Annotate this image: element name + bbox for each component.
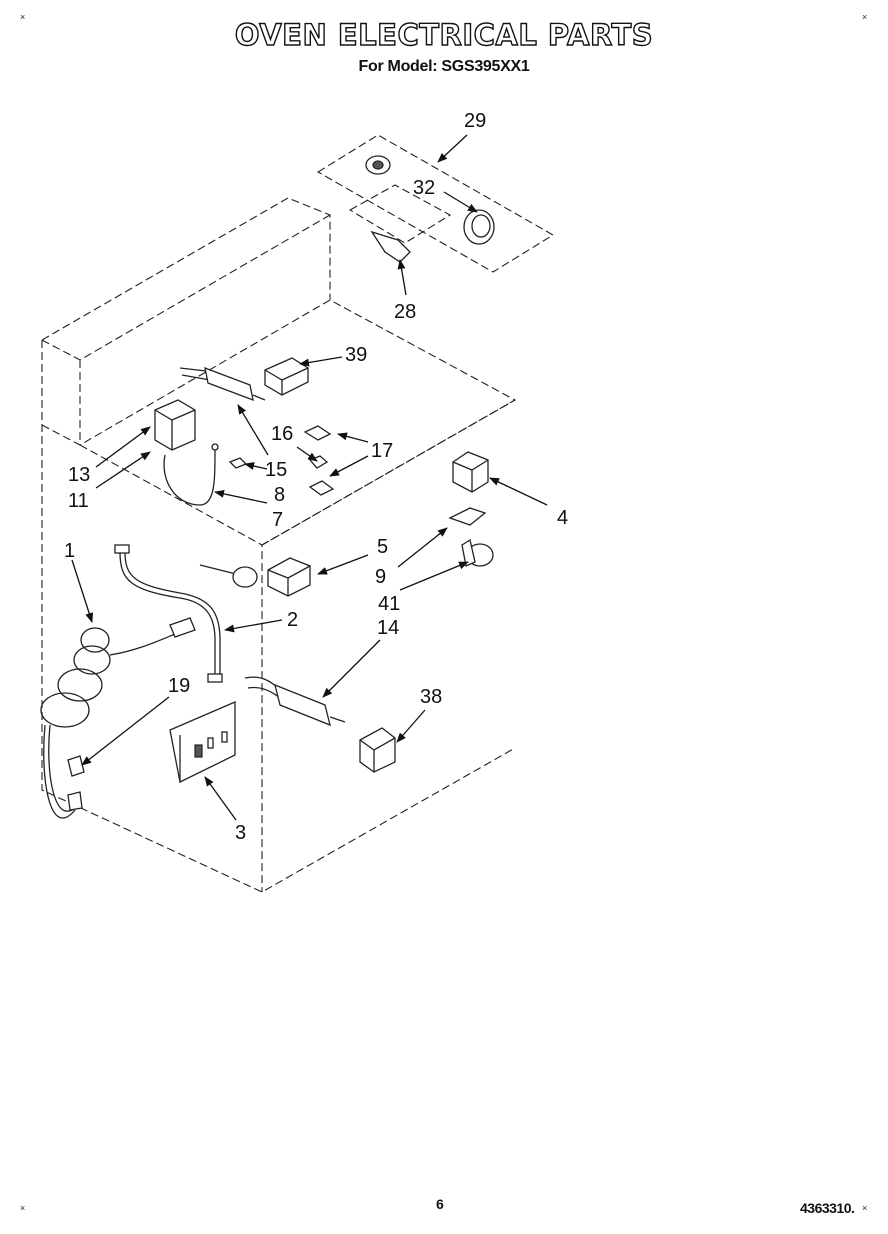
callout-32: 32: [413, 177, 435, 199]
callout-5: 5: [377, 536, 388, 558]
part-19-connector: [67, 755, 85, 811]
callout-labels: 29 32 28 39 16 17 13 15 11 8 7 4 5 1 9 4…: [64, 110, 568, 844]
callout-28: 28: [394, 301, 416, 323]
corner-mark-bottom-left: ×: [20, 1203, 26, 1213]
part-13-bracket: [154, 399, 196, 451]
corner-mark-top-right: ×: [862, 12, 868, 22]
callout-19: 19: [168, 675, 190, 697]
callout-11: 11: [68, 490, 89, 512]
part-3-receptacle: [169, 701, 236, 783]
part-9-bracket: [448, 507, 487, 526]
part-1-power-cord: [40, 617, 196, 819]
page-number: 6: [436, 1196, 444, 1212]
callout-8: 8: [274, 484, 285, 506]
callout-41: 41: [378, 593, 400, 615]
part-41-igniter-switch: [461, 538, 494, 567]
callout-38: 38: [420, 686, 442, 708]
callout-1: 1: [64, 540, 75, 562]
part-5-thermostat: [199, 557, 311, 597]
part-32-knob: [463, 209, 495, 245]
part-39-switch: [264, 357, 309, 396]
cabinet-outline: [41, 197, 517, 893]
page-title: OVEN ELECTRICAL PARTS: [234, 17, 654, 52]
callout-2: 2: [287, 609, 298, 631]
part-38-switch: [359, 727, 396, 773]
leader-arrows: [71, 134, 548, 821]
document-number: 4363310.: [800, 1200, 855, 1216]
callout-9: 9: [375, 566, 386, 588]
callout-4: 4: [557, 507, 568, 529]
callout-7: 7: [272, 509, 283, 531]
part-2-harness: [114, 544, 223, 683]
part-7-wire: [163, 443, 219, 506]
part-8-connector: [228, 457, 248, 469]
corner-mark-bottom-right: ×: [862, 1203, 868, 1213]
callout-16: 16: [271, 423, 293, 445]
part-14-sensor: [244, 676, 346, 727]
knob-panel-outline: [316, 134, 555, 273]
callout-14: 14: [377, 617, 399, 639]
part-15-probe: [179, 366, 266, 402]
part-16-clip: [303, 425, 332, 441]
callout-3: 3: [235, 822, 246, 844]
part-4-switch: [452, 451, 489, 493]
callout-29: 29: [464, 110, 486, 132]
model-subtitle: For Model: SGS395XX1: [358, 58, 530, 75]
part-29-knob-insert: [365, 155, 391, 175]
callout-39: 39: [345, 344, 367, 366]
corner-mark-top-left: ×: [20, 12, 26, 22]
callout-13: 13: [68, 464, 90, 486]
part-17-terminal: [308, 455, 335, 496]
part-28-knob-stem: [370, 230, 411, 263]
callout-15: 15: [265, 459, 287, 481]
callout-17: 17: [371, 440, 393, 462]
